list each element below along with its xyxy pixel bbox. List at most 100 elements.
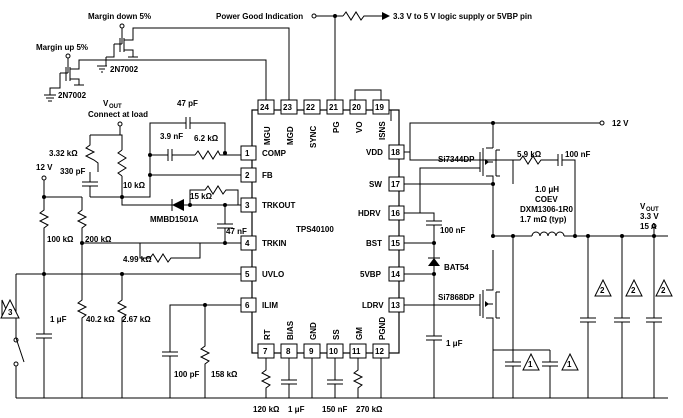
note1-a-label: 1 <box>528 360 533 369</box>
power-stage: 12 V Si7344DP 5.9 kΩ 100 nF 1.0 μH COEV … <box>354 89 673 398</box>
r4k99-label: 4.99 kΩ <box>123 255 152 264</box>
ind-4-label: 1.7 mΩ (typ) <box>520 215 567 224</box>
diode-trk-label: MMBD1501A <box>150 215 199 224</box>
margin-circuits: Margin down 5% 2N7002 Margin up 5% 2N700… <box>36 12 290 102</box>
note2-triangle-a <box>594 278 612 297</box>
v12-left-label: 12 V <box>36 163 53 172</box>
c150n-label: 150 nF <box>322 405 347 414</box>
c1u-bias-label: 1 μF <box>288 405 305 414</box>
pin-9-num: 9 <box>309 347 314 356</box>
pin-5-num: 5 <box>245 270 250 279</box>
r15k-label: 15 kΩ <box>190 192 213 201</box>
pin-11-num: 11 <box>352 347 361 356</box>
r2k67-label: 2.67 kΩ <box>122 315 151 324</box>
left-network: V OUT Connect at load 10 kΩ 3.32 kΩ 330 … <box>0 99 247 398</box>
pin-1-num: 1 <box>245 149 250 158</box>
v12-right-label: 12 V <box>612 119 629 128</box>
pin-22-num: 22 <box>306 103 315 112</box>
pin-6-name: ILIM <box>262 301 278 310</box>
note2-triangle-b <box>625 278 643 297</box>
pin-18-name: VDD <box>366 148 383 157</box>
note2-triangle-c <box>655 278 673 297</box>
note3-label: 3 <box>8 308 13 317</box>
power-good: Power Good Indication 3.3 V to 5 V logic… <box>216 11 532 100</box>
vout-right-amp: 15 A <box>640 222 657 231</box>
r270k-label: 270 kΩ <box>356 405 383 414</box>
pin-2-num: 2 <box>245 171 250 180</box>
note1-triangle-a <box>522 352 540 371</box>
top-pins: 24 MGU 23 MGD 22 SYNC 21 PG 20 VO 19 ISN… <box>257 99 390 148</box>
pin-14-num: 14 <box>391 270 400 279</box>
right-pins: 13 LDRV 14 5VBP 15 BST 16 HDRV 17 SW 18 … <box>358 144 405 313</box>
pin-24-name: MGU <box>263 126 272 145</box>
power-good-label: Power Good Indication <box>216 12 303 21</box>
logic-supply-label: 3.3 V to 5 V logic supply or 5VBP pin <box>393 12 532 21</box>
note1-triangle-b <box>561 352 579 371</box>
pin-5-name: UVLO <box>262 270 284 279</box>
diode-bst-label: BAT54 <box>444 263 469 272</box>
c330p-label: 330 pF <box>60 167 85 176</box>
pin-19-num: 19 <box>375 103 384 112</box>
lo-fet-label: Si7868DP <box>438 293 475 302</box>
note2-c-label: 2 <box>661 286 666 295</box>
c47n-label: 47 nF <box>226 227 247 236</box>
pin-20-name: VO <box>355 121 364 133</box>
r158k-label: 158 kΩ <box>211 370 238 379</box>
pin-17-name: SW <box>369 180 382 189</box>
vout-load-sub: OUT <box>109 104 122 110</box>
pin-14-name: 5VBP <box>360 270 382 279</box>
vout-right-v: V <box>640 202 646 211</box>
pin-4-num: 4 <box>245 239 250 248</box>
pin-8-num: 8 <box>286 347 291 356</box>
ic-name: TPS40100 <box>296 225 334 234</box>
pin-21-num: 21 <box>329 103 338 112</box>
pin-17-num: 17 <box>391 180 400 189</box>
fet1-label: 2N7002 <box>110 65 139 74</box>
vout-right-sub: OUT <box>646 207 659 213</box>
vout-load-connect: Connect at load <box>88 110 148 119</box>
pin-3-name: TRKOUT <box>262 201 295 210</box>
pin-4-name: TRKIN <box>262 239 287 248</box>
pin-9-name: GND <box>309 322 318 340</box>
pin-15-num: 15 <box>391 239 400 248</box>
fet2-label: 2N7002 <box>58 91 87 100</box>
pin-23-num: 23 <box>283 103 292 112</box>
note2-b-label: 2 <box>631 286 636 295</box>
r5k9-label: 5.9 kΩ <box>517 150 542 159</box>
pin-15-name: BST <box>366 239 382 248</box>
pin-16-num: 16 <box>391 209 400 218</box>
pin-23-name: MGD <box>286 126 295 145</box>
pin-2-name: FB <box>262 171 273 180</box>
note2-a-label: 2 <box>600 286 605 295</box>
r120k-label: 120 kΩ <box>253 405 280 414</box>
c100n-bst-label: 100 nF <box>440 226 465 235</box>
pin-16-name: HDRV <box>358 209 381 218</box>
bottom-network: 120 kΩ 1 μF 150 nF 270 kΩ <box>253 358 383 414</box>
pin-13-name: LDRV <box>362 301 384 310</box>
pin-12-num: 12 <box>375 347 384 356</box>
pin-8-name: BIAS <box>286 320 295 340</box>
r10k-label: 10 kΩ <box>123 181 146 190</box>
pin-7-name: RT <box>263 329 272 340</box>
margin-down-label: Margin down 5% <box>88 12 151 21</box>
pin-13-num: 13 <box>391 301 400 310</box>
ind-1-label: 1.0 μH <box>535 185 559 194</box>
c3n9-label: 3.9 nF <box>160 132 183 141</box>
pin-3-num: 3 <box>245 201 250 210</box>
r200k-label: 200 kΩ <box>85 235 112 244</box>
vout-load-v: V <box>103 99 109 108</box>
pin-10-num: 10 <box>329 347 338 356</box>
r6k2-label: 6.2 kΩ <box>194 134 219 143</box>
pin-22-name: SYNC <box>309 126 318 148</box>
bottom-pins: 7 RT 8 BIAS 9 GND 10 SS 11 GM 12 PGND <box>257 317 390 359</box>
r40k2-label: 40.2 kΩ <box>86 315 115 324</box>
pin-10-name: SS <box>332 329 341 340</box>
pin-1-name: COMP <box>262 149 287 158</box>
left-pins: 1 COMP 2 FB 3 TRKOUT 4 TRKIN 5 UVLO 6 IL… <box>240 145 295 313</box>
margin-up-label: Margin up 5% <box>36 43 88 52</box>
pin-24-num: 24 <box>260 103 269 112</box>
ic-body <box>251 109 400 354</box>
pin-7-num: 7 <box>263 347 268 356</box>
c1u-right-label: 1 μF <box>446 339 463 348</box>
